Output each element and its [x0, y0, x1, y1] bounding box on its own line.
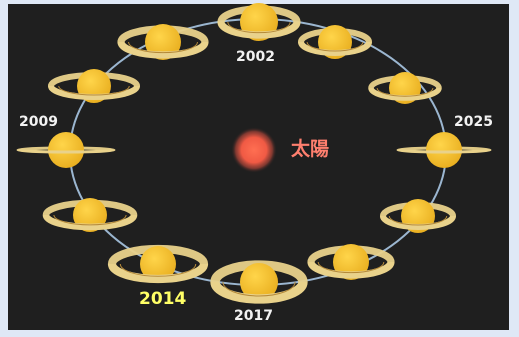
planet-body: [145, 24, 181, 60]
ring-front: [217, 21, 301, 39]
ring-front: [42, 214, 138, 231]
ring-front: [368, 87, 442, 101]
ring-front: [396, 148, 492, 154]
year-label-2017: 2017: [234, 308, 273, 324]
saturn-9: [42, 198, 138, 232]
saturn-2: [297, 25, 373, 59]
ring-gap: [222, 281, 296, 297]
saturn-6: [307, 244, 395, 280]
ring-gap: [227, 21, 291, 34]
ring-front: [297, 41, 373, 57]
year-label-2009: 2009: [19, 114, 58, 130]
year-label-2025: 2025: [454, 114, 493, 130]
ring-gap: [53, 214, 127, 226]
saturn-11: [47, 69, 141, 103]
ring-front: [379, 215, 457, 230]
planet-body: [48, 132, 84, 168]
sun-label: 太陽: [291, 138, 330, 160]
ring-front: [16, 148, 116, 154]
ring-front: [117, 41, 209, 59]
ring-gap: [119, 263, 197, 277]
saturn-3: [368, 72, 442, 104]
ring-gap: [376, 87, 434, 97]
saturn-4: [396, 132, 492, 168]
sun: [231, 127, 277, 173]
ring-front: [107, 263, 209, 284]
planet-body: [240, 263, 278, 301]
ring-gap: [128, 41, 198, 54]
saturn-5: [379, 199, 457, 233]
year-label-2014: 2014: [139, 289, 187, 309]
saturn-12: [117, 24, 209, 60]
saturn-7: [210, 260, 308, 304]
ring-front: [307, 261, 395, 279]
ring-gap: [388, 215, 448, 226]
ring-front: [47, 85, 141, 101]
saturn-10: [16, 132, 116, 168]
ring-front: [210, 281, 308, 304]
ring-gap: [317, 261, 385, 274]
planet-body: [140, 246, 176, 282]
year-label-2002: 2002: [236, 49, 275, 65]
saturn-1: [217, 3, 301, 41]
planet-body: [426, 132, 462, 168]
ring-gap: [306, 41, 364, 52]
saturn-8: [107, 244, 209, 284]
planet-body: [333, 244, 369, 280]
ring-gap: [58, 85, 130, 96]
